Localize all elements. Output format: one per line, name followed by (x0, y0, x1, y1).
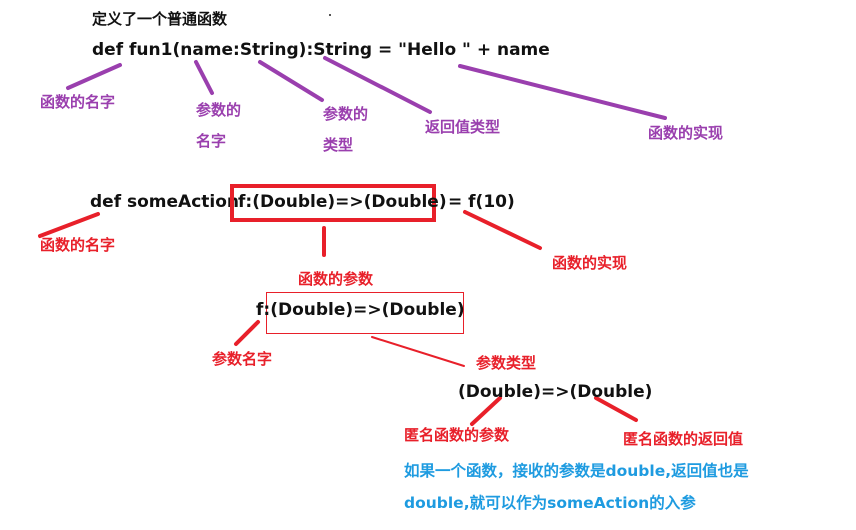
label-param-name-line2: 名字 (196, 132, 227, 150)
title: 定义了一个普通函数 (92, 10, 228, 28)
line-param-name (194, 60, 214, 95)
param-expr: f:(Double)=>(Double) (256, 300, 465, 320)
label-func-impl-top: 函数的实现 (648, 124, 724, 142)
purple-lines (66, 56, 667, 120)
line-param-type (258, 60, 324, 102)
label-anon-return: 匿名函数的返回值 (623, 430, 744, 448)
line-func-impl-mid (463, 210, 542, 250)
label-func-name-top: 函数的名字 (40, 93, 116, 111)
anon-expr: (Double)=>(Double) (458, 382, 653, 402)
label-func-impl-mid: 函数的实现 (552, 254, 628, 272)
line-func-name-mid (38, 212, 100, 238)
note-line-2: double,就可以作为someAction的入参 (404, 494, 696, 512)
line-param-name-sub (234, 320, 260, 346)
line-anon-return (594, 396, 638, 422)
param-expr-box (266, 292, 464, 334)
label-func-name-mid: 函数的名字 (40, 236, 116, 254)
code-line-someaction-prefix: def someAction (90, 192, 240, 212)
note-line-1: 如果一个函数，接收的参数是double,返回值也是 (404, 462, 749, 480)
line-return-type (323, 56, 432, 114)
label-param-name-sub: 参数名字 (212, 350, 273, 368)
label-param-type-line2: 类型 (323, 136, 354, 154)
dot-mark (329, 14, 331, 16)
line-anon-param (470, 396, 502, 426)
label-anon-param: 匿名函数的参数 (404, 426, 510, 444)
code-line-someaction-suffix: = f(10) (448, 192, 515, 212)
label-param-name-line1: 参数的 (196, 101, 242, 119)
red-lines (38, 210, 638, 426)
line-func-name-top (66, 63, 122, 90)
line-func-impl-top (458, 64, 667, 120)
label-func-param: 函数的参数 (298, 270, 374, 288)
line-param-type-sub (371, 336, 465, 367)
label-return-type: 返回值类型 (425, 118, 501, 136)
code-line-someaction-param: f:(Double)=>(Double) (238, 192, 447, 212)
label-param-type-line1: 参数的 (323, 105, 369, 123)
func-param-highlight-box (230, 184, 436, 222)
label-param-type-sub: 参数类型 (476, 354, 537, 372)
code-line-fun1: def fun1(name:String):String = "Hello " … (92, 40, 550, 60)
